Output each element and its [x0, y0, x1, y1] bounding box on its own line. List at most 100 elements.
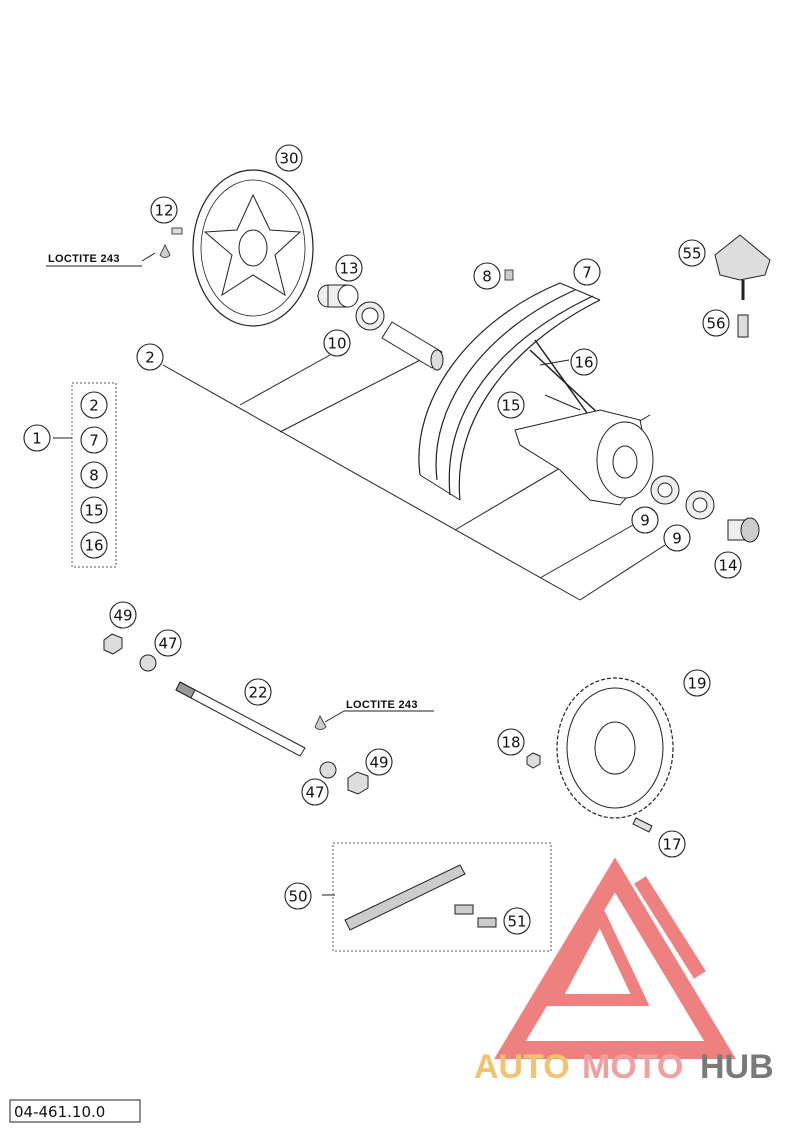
axle-nut-bottom — [347, 771, 369, 795]
drawing-number-text: 04-461.10.0 — [14, 1103, 105, 1121]
callout-56: 56 — [702, 309, 730, 337]
loctite-drop-axle — [314, 715, 327, 730]
callout-12: 12 — [150, 196, 178, 224]
spacer-tube — [381, 321, 444, 371]
part-set-item-7-label: 7 — [89, 432, 99, 450]
callout-55-label: 55 — [682, 245, 701, 263]
watermark-auto: AUTO — [474, 1048, 570, 1086]
watermark-text: AUTO MOTO HUB — [474, 1048, 774, 1086]
leader-lines — [53, 252, 666, 896]
callout-part-set: 1 — [23, 424, 51, 452]
part-set-item-15-label: 15 — [84, 502, 103, 520]
callout-30-label: 30 — [279, 150, 298, 168]
callout-9a-label: 9 — [640, 512, 650, 530]
callout-19: 19 — [683, 669, 711, 697]
callout-8-label: 8 — [482, 268, 492, 286]
callout-part-set-label: 1 — [32, 430, 42, 448]
callout-55: 55 — [678, 239, 706, 267]
watermark-hub: HUB — [700, 1048, 774, 1086]
rim — [418, 282, 601, 501]
callout-51: 51 — [503, 907, 531, 935]
loctite-label-axle: LOCTITE 243 — [346, 699, 418, 711]
callout-19-label: 19 — [687, 675, 706, 693]
part-set-item-8-label: 8 — [89, 467, 99, 485]
spacer-14 — [727, 517, 760, 543]
callout-7-label: 7 — [582, 264, 592, 282]
part-set-item-2-label: 2 — [89, 397, 99, 415]
callout-13: 13 — [335, 254, 363, 282]
callouts: 30 12 13 8 7 55 56 2 10 16 15 9 9 14 49 47 22 47 49 19 18 17 5… — [109, 144, 742, 935]
drawing-number: 04-461.10.0 — [9, 1099, 141, 1123]
callout-14-label: 14 — [718, 557, 737, 575]
bearing-13 — [317, 284, 385, 331]
watermark-moto: MOTO — [582, 1048, 683, 1086]
callout-2: 2 — [136, 343, 164, 371]
chain-master-link — [454, 904, 497, 928]
callout-8: 8 — [473, 262, 501, 290]
callout-14: 14 — [714, 551, 742, 579]
washer — [139, 654, 157, 672]
sprocket-nut — [526, 752, 541, 769]
part-set-item-16-label: 16 — [84, 537, 103, 555]
callout-22-label: 22 — [248, 684, 267, 702]
chain-set-box — [332, 842, 552, 952]
callout-51-label: 51 — [507, 913, 526, 931]
callout-56-label: 56 — [706, 315, 725, 333]
callout-15-label: 15 — [501, 397, 520, 415]
part-set-box — [71, 382, 117, 568]
callout-18: 18 — [497, 728, 525, 756]
screw-56 — [737, 314, 749, 338]
callout-47b: 47 — [301, 778, 329, 806]
callout-2-label: 2 — [145, 349, 155, 367]
callout-49a: 49 — [109, 601, 137, 629]
callout-47a: 47 — [154, 629, 182, 657]
callout-47b-label: 47 — [305, 784, 324, 802]
callout-15: 15 — [497, 391, 525, 419]
part-set-item-8: 8 — [80, 461, 108, 489]
callout-50-label: 50 — [288, 888, 307, 906]
callout-12-label: 12 — [154, 202, 173, 220]
callout-9b: 9 — [663, 524, 691, 552]
spoke-nipple — [504, 269, 514, 281]
callout-49b-label: 49 — [369, 754, 388, 772]
callout-49a-label: 49 — [113, 607, 132, 625]
wheel-axle — [175, 681, 306, 757]
loctite-label-disc: LOCTITE 243 — [48, 253, 120, 265]
callout-49b: 49 — [365, 748, 393, 776]
callout-13-label: 13 — [339, 260, 358, 278]
drive-chain — [344, 864, 466, 931]
loctite-note-disc: LOCTITE 243 — [46, 253, 142, 267]
washer-bottom — [319, 761, 337, 779]
callout-18-label: 18 — [501, 734, 520, 752]
part-set-item-15: 15 — [80, 496, 108, 524]
callout-9b-label: 9 — [672, 530, 682, 548]
watermark-logo — [494, 857, 736, 1059]
part-set-item-7: 7 — [80, 426, 108, 454]
callout-30: 30 — [275, 144, 303, 172]
part-set-item-16: 16 — [80, 531, 108, 559]
bearing-9 — [650, 475, 715, 520]
callout-10-label: 10 — [327, 335, 346, 353]
chain-guide — [714, 234, 771, 300]
callout-47a-label: 47 — [158, 635, 177, 653]
callout-16: 16 — [570, 348, 598, 376]
callout-17-label: 17 — [662, 836, 681, 854]
callout-50: 50 — [284, 882, 312, 910]
axle-nut — [103, 633, 123, 655]
callout-7: 7 — [573, 258, 601, 286]
disc-bolt — [171, 227, 183, 235]
wheel-hub — [514, 394, 654, 506]
rear-sprocket — [556, 677, 674, 819]
callout-10: 10 — [323, 329, 351, 357]
callout-9a: 9 — [631, 506, 659, 534]
part-set-item-2: 2 — [80, 391, 108, 419]
callout-17: 17 — [658, 830, 686, 858]
part-set-callouts: 1 2 7 8 15 16 — [23, 391, 108, 559]
callout-22: 22 — [244, 678, 272, 706]
sprocket-bolt — [632, 817, 653, 833]
loctite-drop-disc — [159, 244, 171, 258]
spoke — [529, 339, 601, 421]
brake-disc — [192, 169, 314, 327]
